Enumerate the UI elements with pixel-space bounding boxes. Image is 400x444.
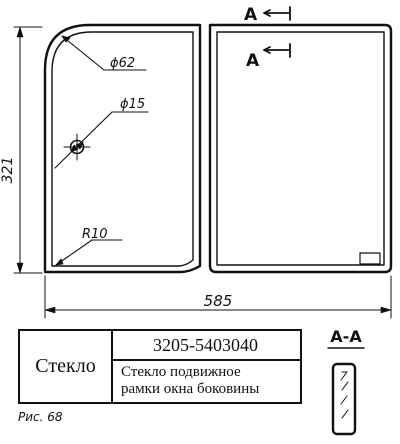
- part-description-line1: Стекло подвижное: [121, 363, 241, 380]
- part-name: Стекло: [35, 355, 96, 377]
- title-block-description-cell: Стекло подвижное рамки окна боковины: [111, 359, 300, 402]
- leader-radius: [55, 239, 123, 266]
- dim-line-height: [13, 26, 43, 274]
- title-block-code-cell: 3205-5403040: [111, 331, 300, 361]
- section-marker-mid: A: [246, 51, 260, 71]
- part-number: 3205-5403040: [153, 334, 258, 355]
- title-block: Стекло 3205-5403040 Стекло подвижное рам…: [18, 329, 302, 404]
- section-arrow-mid: [263, 43, 291, 58]
- section-marker-top: A: [244, 5, 258, 25]
- dim-label-width: 585: [204, 292, 233, 310]
- right-glass-inner-outline: [216, 31, 385, 266]
- leader-diameter-small: [54, 111, 149, 169]
- part-description-line2: рамки окна боковины: [121, 380, 260, 397]
- dim-label-diameter-small: ϕ15: [120, 97, 145, 112]
- section-title: A-A: [330, 327, 362, 346]
- left-glass-inner-outline: [51, 31, 194, 267]
- left-glass-panel: [43, 23, 202, 274]
- title-block-name-cell: Стекло: [20, 331, 113, 402]
- section-profile: [331, 362, 357, 436]
- figure-caption: Рис. 68: [18, 410, 63, 424]
- leader-diameter-large: [61, 35, 147, 71]
- dim-label-radius: R10: [82, 227, 108, 242]
- section-arrow-top: [263, 6, 291, 21]
- right-glass-panel: [208, 23, 393, 274]
- dim-label-height: 321: [0, 157, 16, 184]
- dim-line-width: [44, 275, 392, 319]
- corner-mark: [359, 252, 381, 265]
- dim-label-diameter-large: ϕ62: [110, 56, 135, 71]
